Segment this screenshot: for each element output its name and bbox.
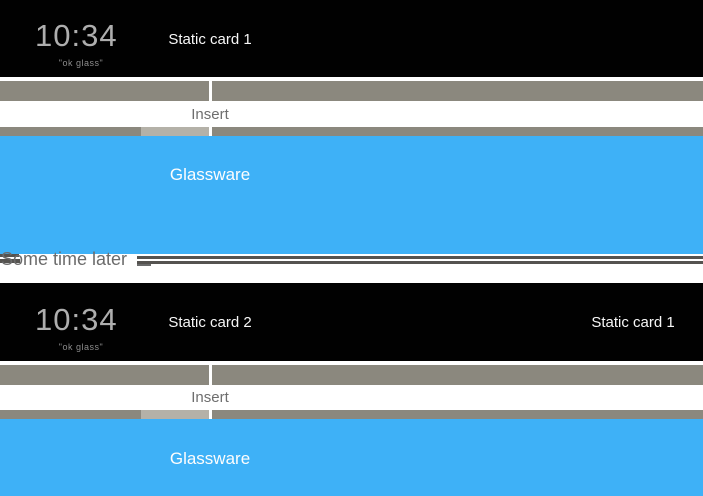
separator-line-left-bottom (0, 259, 20, 263)
glassware-label: Glassware (169, 449, 251, 468)
static-card-1-label: Static card 1 (168, 31, 252, 48)
insert-card-before: Insert (0, 101, 703, 127)
timeline-strip-upper-before (0, 81, 703, 101)
insert-card-after: Insert (0, 385, 703, 410)
ok-glass-hint: "ok glass" (58, 342, 104, 352)
glassware-card-before: Glassware (0, 136, 703, 254)
timeline-strip-light-segment (141, 410, 209, 419)
glassware-card-after: Glassware (0, 419, 703, 496)
separator-text: Some time later (1, 249, 128, 269)
glassware-label: Glassware (169, 165, 251, 184)
time-separator: Some time later (0, 249, 703, 283)
separator-line-right-bottom (137, 261, 703, 264)
separator-line-smudge (137, 264, 151, 266)
separator-line-right-top (137, 256, 703, 259)
timeline-divider (209, 410, 212, 419)
timeline-strip-lower-after (0, 410, 703, 419)
static-card-1-right-label: Static card 1 (591, 314, 675, 331)
timeline-divider (209, 81, 212, 101)
clock-time: 10:34 (35, 18, 118, 53)
separator-line-left-top (0, 254, 19, 257)
insert-label: Insert (191, 389, 229, 406)
timeline-divider (209, 127, 212, 136)
timeline-strip-upper-after (0, 365, 703, 385)
insert-label: Insert (191, 106, 229, 123)
timeline-strip-lower-before (0, 127, 703, 136)
home-card-before: 10:34 "ok glass" Static card 1 (0, 0, 703, 77)
static-card-2-label: Static card 2 (168, 314, 252, 331)
ok-glass-hint: "ok glass" (58, 58, 104, 68)
timeline-strip-light-segment (141, 127, 209, 136)
clock-time: 10:34 (35, 302, 118, 337)
home-card-after: 10:34 "ok glass" Static card 2 Static ca… (0, 283, 703, 361)
timeline-divider (209, 365, 212, 385)
